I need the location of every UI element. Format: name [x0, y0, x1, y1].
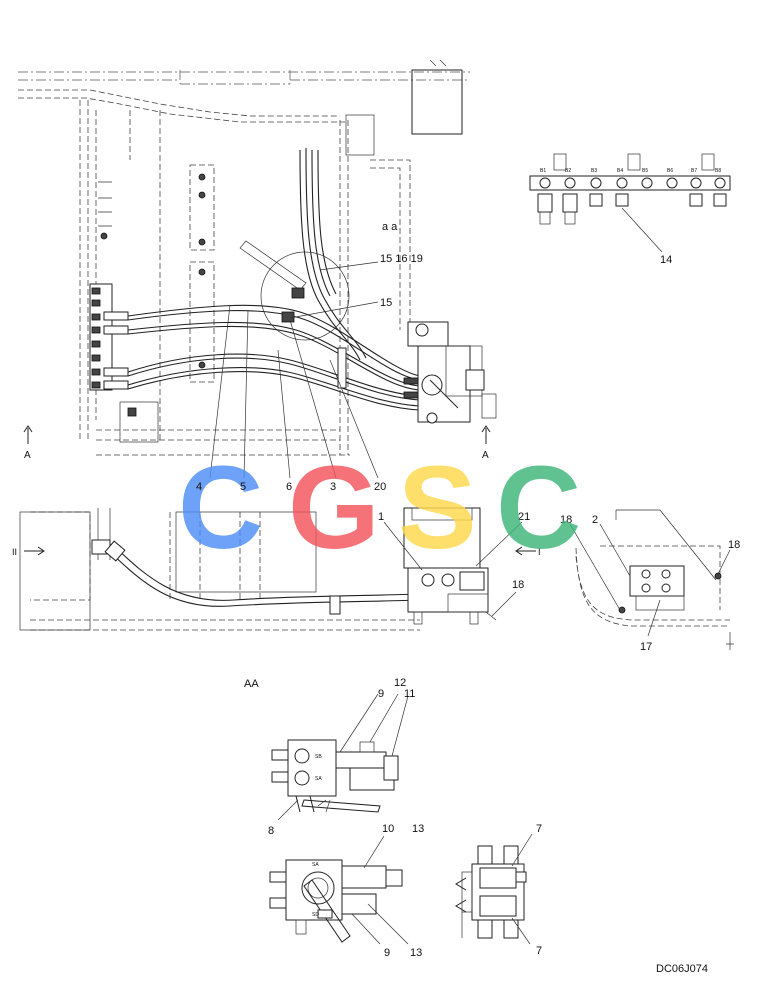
callout-13-upper: 13	[412, 823, 424, 835]
callout-12: 12	[394, 677, 406, 689]
valve-block-side	[407, 567, 489, 625]
valve-label-sb: SB	[315, 754, 322, 760]
port-label-b1: B1	[540, 168, 546, 174]
port-label-b5: B5	[642, 168, 648, 174]
callout-10: 10	[382, 823, 394, 835]
callout-18-right: 18	[728, 539, 740, 551]
callout-17: 17	[640, 641, 652, 653]
valve-assembly-top	[403, 321, 497, 424]
port-detail-view: B1 B2 B3 B4 B5 B6 B7 B8 14	[529, 153, 731, 266]
callout-15: 15	[380, 297, 392, 309]
callout-6: 6	[286, 481, 292, 493]
valve-label-sa: SA	[315, 776, 322, 782]
side-view: II I 1 21 18	[12, 507, 541, 631]
port-label-b7: B7	[691, 168, 697, 174]
callout-21: 21	[518, 511, 530, 523]
callout-7-upper: 7	[536, 823, 542, 835]
drawing-code: DC06J074	[656, 963, 708, 975]
callout-18-left: 18	[560, 514, 572, 526]
section-arrow-i	[515, 546, 536, 556]
callout-13-lower: 13	[410, 947, 422, 959]
valve-label-sd: SD	[312, 912, 319, 918]
section-aa-right-valve	[455, 845, 527, 939]
port-label-b3: B3	[591, 168, 597, 174]
section-label-aa: AA	[244, 678, 259, 690]
callout-4: 4	[196, 481, 202, 493]
port-label-b2: B2	[565, 168, 571, 174]
section-aa-upper-valve: SB SA	[271, 739, 399, 813]
valve-label-sa-lower: SA	[312, 862, 319, 868]
callout-9-upper: 9	[378, 688, 384, 700]
hose-bundle	[127, 147, 421, 411]
port-fitting-row	[537, 177, 727, 225]
section-aa-lower-valve: SA SD	[269, 859, 403, 943]
callout-5: 5	[240, 481, 246, 493]
callout-15-16-19: 15 16 19	[380, 253, 423, 265]
main-frame-view: A A a a 15 16 19 15	[18, 59, 497, 479]
watermark-logo: C G S C	[178, 442, 581, 574]
callout-3: 3	[330, 481, 336, 493]
port-label-b8: B8	[715, 168, 721, 174]
left-port-fittings	[91, 287, 129, 390]
section-arrow-ii	[24, 546, 45, 556]
right-detail-view: 18 2 18 17	[560, 509, 740, 653]
view-marker-ii: II	[12, 547, 17, 557]
port-label-b4: B4	[617, 168, 623, 174]
watermark-letter-c2: C	[496, 442, 581, 574]
callout-2: 2	[592, 514, 598, 526]
view-marker-a-left: A	[24, 450, 31, 461]
callout-8: 8	[268, 825, 274, 837]
callout-20: 20	[374, 481, 386, 493]
watermark-letter-c1: C	[178, 442, 263, 574]
callout-14: 14	[660, 254, 672, 266]
view-marker-a-right: A	[482, 450, 489, 461]
callout-1: 1	[378, 511, 384, 523]
callout-11: 11	[404, 688, 415, 700]
view-ref-aa: a a	[382, 221, 398, 233]
watermark-letter-g: G	[288, 442, 380, 574]
section-arrow-left	[23, 425, 33, 444]
callout-9-lower: 9	[384, 947, 390, 959]
section-arrow-right	[481, 425, 491, 444]
port-label-b6: B6	[667, 168, 673, 174]
callout-7-lower: 7	[536, 945, 542, 957]
watermark-letter-s: S	[398, 442, 477, 574]
valve-block-right	[629, 565, 685, 611]
callout-18-mid: 18	[512, 579, 524, 591]
view-marker-i: I	[538, 547, 541, 557]
